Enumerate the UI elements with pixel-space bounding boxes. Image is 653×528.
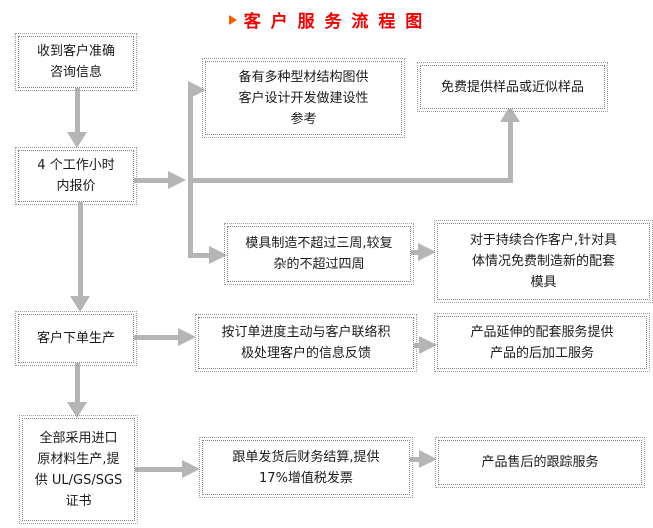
connector-branch-to-mold-line: [188, 253, 210, 258]
connector-m3-r3-line: [412, 343, 420, 348]
connector-l2-l3-line: [78, 200, 83, 296]
flow-box-invoice-settlement: 跟单发货后财务结算,提供 17%增值税发票: [199, 437, 413, 498]
title-bullet-icon: [228, 14, 237, 25]
arrow-right-to-drawings-icon: [188, 81, 206, 99]
arrow-right-m2-r2-icon: [418, 243, 436, 261]
connector-m2-r2-line: [409, 250, 419, 255]
connector-l1-l2-line: [75, 86, 80, 132]
connector-l3-l4-line: [75, 361, 80, 402]
connector-l3-m3-line: [132, 335, 178, 340]
flow-box-receive-inquiry: 收到客户准确 咨询信息: [15, 33, 137, 91]
arrow-down-l3-l4-icon: [67, 402, 87, 418]
flow-box-customer-order: 客户下单生产: [15, 311, 137, 366]
connector-samples-vertical-line: [508, 118, 513, 183]
flow-box-quote-in-4-hours: 4 个工作小时 内报价: [15, 147, 137, 205]
arrow-right-m4-r4-icon: [419, 450, 437, 468]
connector-branch-vertical-line: [188, 88, 193, 258]
flow-box-free-samples: 免费提供样品或近似样品: [417, 62, 608, 112]
connector-l2-branch-line: [132, 178, 168, 183]
arrow-right-m3-r3-icon: [419, 336, 437, 354]
flow-box-free-new-molds: 对于持续合作客户,针对具 体情况免费制造新的配套 模具: [434, 220, 653, 303]
flow-box-imported-materials-certs: 全部采用进口 原材料生产,提 供 UL/GS/SGS 证书: [19, 415, 138, 524]
flow-box-order-progress-feedback: 按订单进度主动与客户联络积 极处理客户的信息反馈: [195, 314, 417, 372]
page-title: 客 户 服 务 流 程 图: [0, 7, 653, 32]
flow-box-after-sales-tracking: 产品售后的跟踪服务: [435, 437, 645, 488]
page-title-text: 客 户 服 务 流 程 图: [243, 11, 425, 32]
arrow-down-l1-l2-icon: [67, 132, 87, 148]
arrow-right-l4-m4-icon: [182, 460, 200, 478]
arrow-up-to-samples-icon: [500, 106, 520, 122]
flow-box-mold-leadtime: 模具制造不超过三周,较复 杂的不超过四周: [224, 223, 414, 285]
connector-branch-to-samples-line: [188, 178, 513, 183]
flow-box-post-processing-service: 产品延伸的配套服务提供 产品的后加工服务: [434, 313, 650, 372]
arrow-right-to-mold-icon: [209, 246, 227, 264]
arrow-down-l2-l3-icon: [70, 296, 90, 312]
arrow-right-l2-branch-icon: [168, 171, 186, 189]
flow-box-profile-drawings: 备有多种型材结构图供 客户设计开发做建设性 参考: [202, 58, 405, 138]
arrow-right-l3-m3-icon: [178, 328, 196, 346]
connector-m4-r4-line: [408, 457, 420, 462]
connector-l4-m4-line: [133, 467, 183, 472]
